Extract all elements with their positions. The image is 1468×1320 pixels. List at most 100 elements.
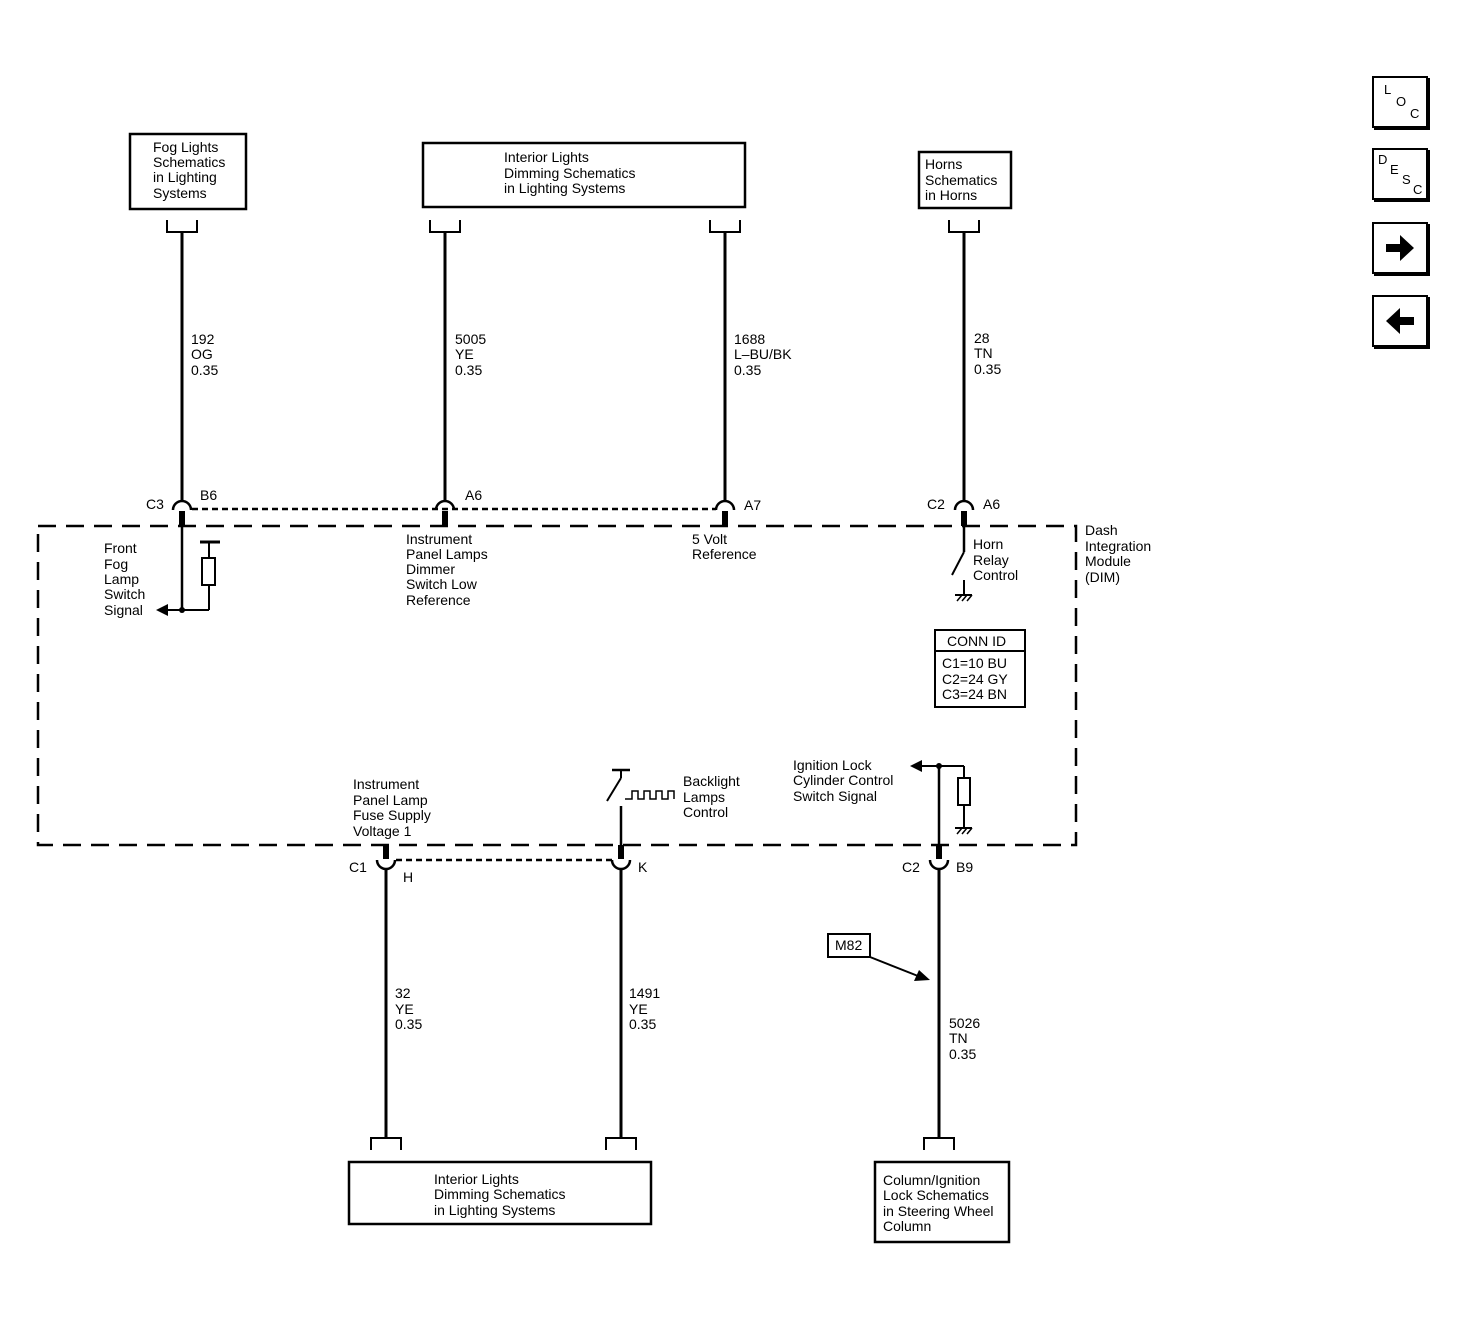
option-label-m82: M82 bbox=[827, 933, 930, 981]
circuit-label-horn-relay: Horn Relay Control bbox=[973, 536, 1018, 583]
pin-label-h: H bbox=[403, 869, 413, 885]
circuit-label-5-volt: 5 Volt Reference bbox=[692, 531, 757, 562]
svg-text:M82: M82 bbox=[835, 937, 862, 953]
pin-label-b6: B6 bbox=[200, 487, 217, 503]
svg-text:C1=10 BU: C1=10 BU bbox=[942, 655, 1007, 671]
box-interior-lights-dimming-bottom[interactable]: Interior Lights Dimming Schematics in Li… bbox=[347, 1160, 653, 1226]
svg-text:Schematics: Schematics bbox=[153, 154, 225, 170]
wire-label-192: 192 OG 0.35 bbox=[191, 331, 218, 378]
svg-text:Control: Control bbox=[973, 567, 1018, 583]
box-horns-schematics[interactable]: Horns Schematics in Horns bbox=[917, 150, 1013, 210]
dim-module-boundary bbox=[36, 524, 1078, 847]
svg-text:5026: 5026 bbox=[949, 1015, 980, 1031]
circuit-label-front-fog: Front Fog Lamp Switch Signal bbox=[104, 540, 145, 618]
svg-text:Signal: Signal bbox=[104, 602, 143, 618]
svg-text:C2=24 GY: C2=24 GY bbox=[942, 671, 1008, 687]
svg-text:0.35: 0.35 bbox=[974, 361, 1001, 377]
circuit-label-ip-fuse-supply: Instrument Panel Lamp Fuse Supply Voltag… bbox=[353, 776, 431, 839]
box-interior-lights-dimming-top[interactable]: Interior Lights Dimming Schematics in Li… bbox=[421, 141, 747, 209]
pin-label-a7: A7 bbox=[744, 497, 761, 513]
svg-text:in Steering Wheel: in Steering Wheel bbox=[883, 1203, 994, 1219]
connector-label-c3: C3 bbox=[146, 496, 164, 512]
loc-letter-o: O bbox=[1396, 94, 1407, 109]
arrow-left-icon bbox=[1386, 308, 1414, 334]
svg-text:1688: 1688 bbox=[734, 331, 765, 347]
svg-text:Schematics: Schematics bbox=[925, 172, 997, 188]
svg-text:Backlight: Backlight bbox=[683, 773, 740, 789]
svg-text:L–BU/BK: L–BU/BK bbox=[734, 346, 792, 362]
circuit-label-ignition-lock: Ignition Lock Cylinder Control Switch Si… bbox=[793, 757, 893, 804]
svg-text:Instrument: Instrument bbox=[353, 776, 419, 792]
svg-text:Lamps: Lamps bbox=[683, 789, 725, 805]
svg-text:Lock Schematics: Lock Schematics bbox=[883, 1187, 989, 1203]
svg-text:Reference: Reference bbox=[406, 592, 471, 608]
wire-label-5005: 5005 YE 0.35 bbox=[455, 331, 486, 378]
top-wires bbox=[180, 232, 966, 500]
svg-text:(DIM): (DIM) bbox=[1085, 569, 1120, 585]
svg-text:CONN ID: CONN ID bbox=[947, 633, 1006, 649]
desc-letter-d: D bbox=[1378, 152, 1388, 167]
svg-text:5 Volt: 5 Volt bbox=[692, 531, 727, 547]
svg-text:0.35: 0.35 bbox=[949, 1046, 976, 1062]
svg-text:TN: TN bbox=[949, 1030, 968, 1046]
back-button[interactable] bbox=[1372, 295, 1428, 347]
horn-relay-switch bbox=[951, 526, 973, 602]
svg-text:28: 28 bbox=[974, 330, 990, 346]
svg-text:Ignition Lock: Ignition Lock bbox=[793, 757, 873, 773]
svg-text:Dimming Schematics: Dimming Schematics bbox=[504, 165, 635, 181]
next-button[interactable] bbox=[1372, 222, 1428, 274]
box-fog-lights-schematics[interactable]: Fog Lights Schematics in Lighting System… bbox=[128, 132, 248, 211]
pin-label-k: K bbox=[638, 859, 648, 875]
loc-button[interactable]: L O C bbox=[1372, 76, 1428, 128]
backlight-switch bbox=[606, 768, 675, 845]
svg-text:Fog Lights: Fog Lights bbox=[153, 139, 218, 155]
svg-text:0.35: 0.35 bbox=[191, 362, 218, 378]
bottom-wires bbox=[384, 869, 941, 1138]
conn-id-table: CONN ID C1=10 BU C2=24 GY C3=24 BN bbox=[934, 629, 1026, 708]
svg-text:1491: 1491 bbox=[629, 985, 660, 1001]
pin-label-a6: A6 bbox=[465, 487, 482, 503]
svg-text:in Lighting Systems: in Lighting Systems bbox=[434, 1202, 555, 1218]
wire-label-1491: 1491 YE 0.35 bbox=[629, 985, 660, 1032]
svg-text:C3=24 BN: C3=24 BN bbox=[942, 686, 1007, 702]
svg-text:Column/Ignition: Column/Ignition bbox=[883, 1172, 980, 1188]
svg-text:Control: Control bbox=[683, 804, 728, 820]
svg-text:Reference: Reference bbox=[692, 546, 757, 562]
desc-button[interactable]: D E S C bbox=[1372, 148, 1428, 200]
top-connector-pins bbox=[171, 499, 975, 511]
svg-text:YE: YE bbox=[395, 1001, 414, 1017]
connector-label-c2-top: C2 bbox=[927, 496, 945, 512]
svg-text:Module: Module bbox=[1085, 553, 1131, 569]
svg-text:Interior Lights: Interior Lights bbox=[434, 1171, 519, 1187]
bottom-pin-stubs bbox=[383, 845, 942, 859]
desc-letter-c: C bbox=[1413, 182, 1423, 197]
svg-text:Panel Lamps: Panel Lamps bbox=[406, 546, 488, 562]
box-column-ignition-lock[interactable]: Column/Ignition Lock Schematics in Steer… bbox=[873, 1160, 1011, 1244]
svg-text:Panel Lamp: Panel Lamp bbox=[353, 792, 428, 808]
svg-text:OG: OG bbox=[191, 346, 213, 362]
svg-text:192: 192 bbox=[191, 331, 215, 347]
bottom-connector-pins bbox=[375, 859, 950, 871]
svg-text:Front: Front bbox=[104, 540, 137, 556]
svg-text:Column: Column bbox=[883, 1218, 931, 1234]
wire-label-1688: 1688 L–BU/BK 0.35 bbox=[734, 331, 792, 378]
svg-text:in Lighting: in Lighting bbox=[153, 169, 217, 185]
svg-text:in Horns: in Horns bbox=[925, 187, 977, 203]
svg-text:32: 32 bbox=[395, 985, 411, 1001]
svg-text:Lamp: Lamp bbox=[104, 571, 139, 587]
circuit-label-backlight: Backlight Lamps Control bbox=[683, 773, 740, 820]
desc-letter-s: S bbox=[1402, 172, 1411, 187]
svg-text:Switch Low: Switch Low bbox=[406, 576, 478, 592]
loc-letter-c: C bbox=[1410, 106, 1420, 121]
svg-text:5005: 5005 bbox=[455, 331, 486, 347]
loc-letter-l: L bbox=[1384, 82, 1392, 97]
connector-label-c1: C1 bbox=[349, 859, 367, 875]
svg-text:Interior Lights: Interior Lights bbox=[504, 149, 589, 165]
front-fog-switch-circuit bbox=[156, 526, 220, 616]
module-label-dim: Dash Integration Module (DIM) bbox=[1085, 522, 1151, 585]
svg-text:Dash: Dash bbox=[1085, 522, 1118, 538]
connector-label-c2-bottom: C2 bbox=[902, 859, 920, 875]
svg-text:Voltage 1: Voltage 1 bbox=[353, 823, 412, 839]
svg-text:Fog: Fog bbox=[104, 556, 128, 572]
pin-label-b9: B9 bbox=[956, 859, 973, 875]
